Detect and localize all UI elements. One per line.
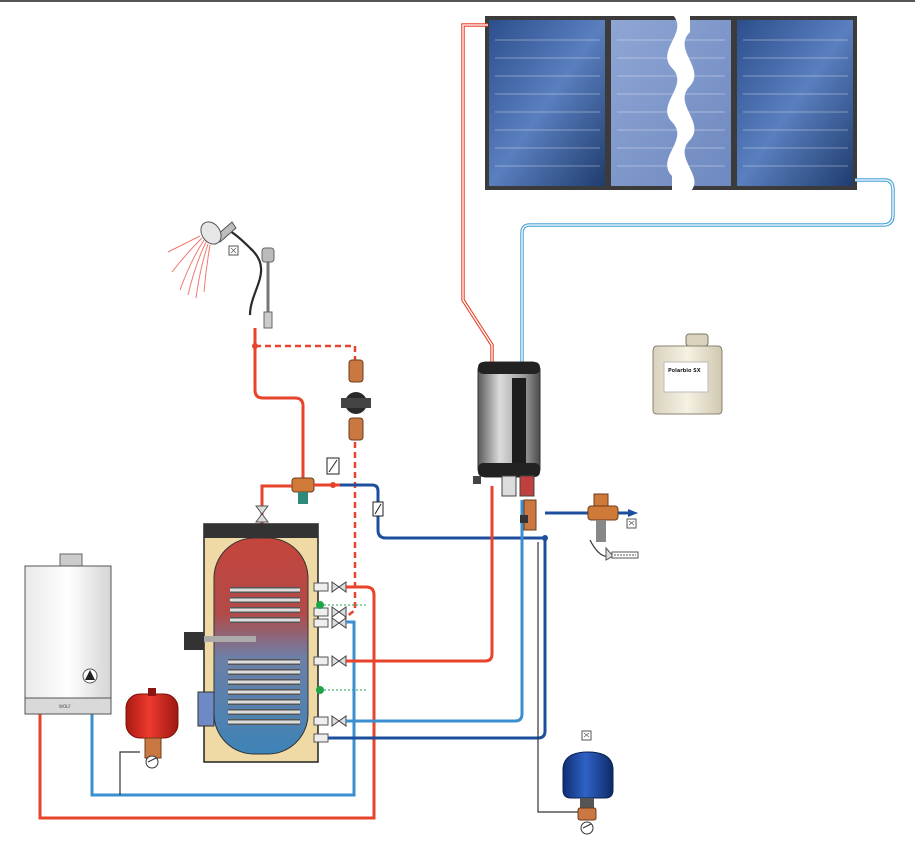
electric-heater (184, 632, 256, 650)
check-valve-icon (326, 457, 340, 475)
solar-station (473, 361, 541, 497)
solar-expansion-vessel (562, 730, 614, 835)
collector-panel-right (737, 20, 853, 186)
heating-expansion-vessel (125, 688, 179, 769)
tank-connection-valves (313, 581, 368, 743)
drain-funnel-icon (611, 551, 639, 559)
boiler-flame-icon (85, 670, 95, 680)
antifreeze-canister: Polarbio SX (652, 333, 723, 415)
cold-check-valve (372, 501, 384, 517)
dhw-supply-line (253, 328, 305, 478)
sensor-dot-upper (316, 601, 324, 609)
tank-cold-inlet (328, 538, 547, 740)
heating-gauge-icon (145, 755, 159, 769)
collector-break-mark (667, 14, 695, 192)
sensor-dot-lower (316, 686, 324, 694)
solar-collector-array (485, 14, 857, 192)
shower (167, 221, 275, 329)
dhw-storage-tank (184, 523, 319, 763)
thermostatic-mixing-valve (291, 477, 315, 504)
mains-arrow-icon (628, 509, 638, 517)
antifreeze-label: Polarbio SX (668, 368, 701, 374)
solar-gauge-icon (580, 821, 594, 835)
gas-boiler: WOLF (24, 553, 112, 715)
solar-vessel-connection (537, 542, 578, 813)
tank-top-valve (255, 505, 269, 523)
safety-group (587, 493, 619, 561)
circulation-pump (341, 359, 371, 441)
shower-spray (167, 235, 211, 299)
solar-loop-lines (461, 23, 895, 368)
solar-vessel-symbol-icon (581, 730, 592, 741)
station-controller (501, 475, 517, 497)
top-border-line (0, 0, 915, 2)
collector-panel-left (489, 20, 605, 186)
heating-circuit-lines (38, 585, 376, 820)
station-fittings (520, 499, 537, 531)
drinking-water-symbol-icon (626, 518, 637, 529)
tank-flange (197, 691, 215, 727)
boiler-brand-label: WOLF (59, 704, 71, 709)
solar-coil-lines (346, 486, 524, 723)
